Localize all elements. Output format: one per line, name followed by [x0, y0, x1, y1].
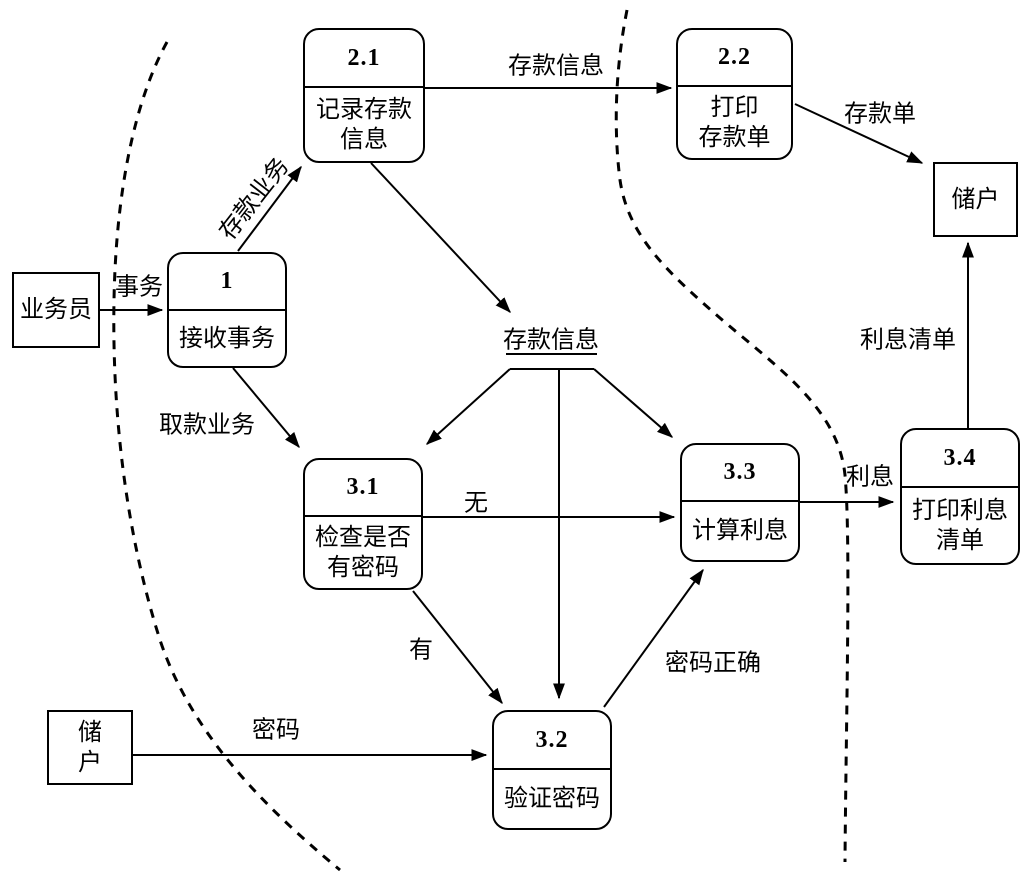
entity-clerk: 业务员: [12, 272, 100, 348]
process-number: 3.4: [902, 430, 1018, 488]
process-1-receive-transaction: 1 接收事务: [167, 252, 287, 368]
process-name: 检查是否 有密码: [315, 524, 411, 581]
flow-deposit-business-line: [237, 165, 302, 252]
process-number: 1: [169, 254, 285, 311]
flow-deposit-slip-line: [794, 103, 924, 164]
process-name: 打印 存款单: [698, 94, 771, 151]
process-number: 3.1: [305, 460, 421, 517]
flow-password-correct-line: [603, 568, 704, 708]
flow-label-withdraw-business: 取款业务: [159, 412, 255, 439]
process-3-4-print-interest-list: 3.4 打印利息 清单: [900, 428, 1020, 565]
process-name: 验证密码: [504, 786, 600, 812]
flow-label-no-password: 无: [464, 490, 488, 517]
process-number: 3.2: [494, 712, 610, 770]
entity-depositor-bottom: 储 户: [47, 710, 133, 785]
process-name: 接收事务: [179, 325, 275, 352]
flow-label-deposit-slip: 存款单: [844, 101, 916, 128]
process-3-3-calculate-interest: 3.3 计算利息: [680, 443, 800, 562]
process-2-1-record-deposit-info: 2.1 记录存款 信息: [303, 28, 425, 163]
flow-label-transaction: 事务: [115, 274, 163, 301]
flow-label-has-password: 有: [409, 637, 433, 664]
entity-depositor-top: 储户: [933, 162, 1018, 237]
process-3-1-check-password-exists: 3.1 检查是否 有密码: [303, 458, 423, 590]
flow-write-deposit-info-line: [370, 162, 511, 313]
flow-label-deposit-info: 存款信息: [508, 53, 604, 80]
flow-has-password-line: [412, 590, 503, 705]
process-number: 2.1: [305, 30, 423, 88]
process-number: 3.3: [682, 445, 798, 502]
flow-label-password: 密码: [252, 717, 300, 744]
process-name: 打印利息 清单: [912, 497, 1008, 554]
process-2-2-print-deposit-slip: 2.2 打印 存款单: [676, 28, 793, 160]
flow-label-password-correct: 密码正确: [665, 650, 761, 677]
boundary-right-dashed-curve: [614, 9, 850, 863]
process-3-2-verify-password: 3.2 验证密码: [492, 710, 612, 830]
flow-label-interest: 利息: [846, 464, 894, 491]
flow-withdraw-business-line: [232, 367, 300, 449]
flow-store-to-check-line: [426, 368, 511, 445]
process-number: 2.2: [678, 30, 791, 87]
process-name: 计算利息: [692, 518, 788, 544]
flow-label-interest-list: 利息清单: [860, 327, 956, 354]
data-store-deposit-info-label: 存款信息: [503, 327, 599, 354]
process-name: 记录存款 信息: [316, 96, 412, 153]
boundary-left-dashed-curve: [112, 41, 341, 872]
flow-store-to-interest-line: [593, 368, 674, 438]
